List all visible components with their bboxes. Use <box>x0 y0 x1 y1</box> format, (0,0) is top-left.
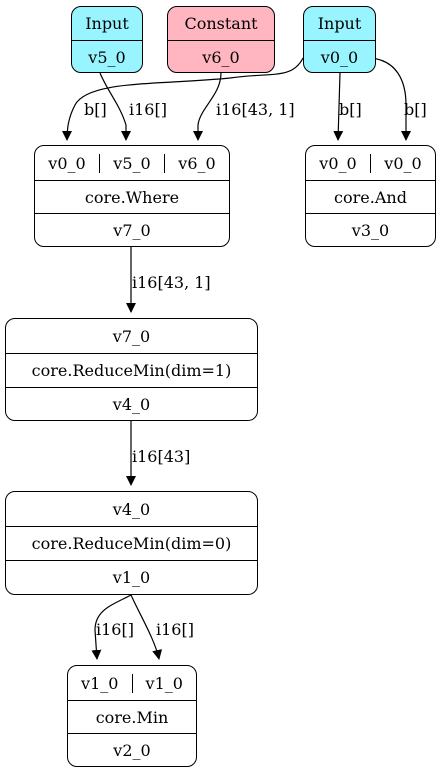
edge-v0-to-where <box>62 57 304 141</box>
edge-label-v0-to-and-a: b[] <box>339 100 362 119</box>
edge-label-v0-to-and-b: b[] <box>404 100 427 119</box>
node-kind-label: Input <box>85 14 129 33</box>
edge-label-where-to-reducemin1: i16[43, 1] <box>132 273 211 292</box>
node-input-v0[interactable]: Input v0_0 <box>303 6 376 73</box>
input-port: v0_0 <box>319 153 357 173</box>
edge-label-reducemin0-to-min-b: i16[] <box>156 620 194 639</box>
node-core-reducemin-dim0[interactable]: v4_0 core.ReduceMin(dim=0) v1_0 <box>5 491 258 595</box>
node-input-ports: v0_0 v0_0 <box>306 146 435 180</box>
node-core-min[interactable]: v1_0 v1_0 core.Min v2_0 <box>67 665 197 767</box>
node-op-label: core.And <box>306 180 435 213</box>
node-op-label: core.ReduceMin(dim=1) <box>6 353 257 387</box>
node-input-name: v7_0 <box>112 326 151 346</box>
node-core-where[interactable]: v0_0 v5_0 v6_0 core.Where v7_0 <box>34 145 230 247</box>
edge-v5-to-where <box>99 72 131 141</box>
edge-label-reducemin1-to-reducemin0: i16[43] <box>132 447 191 466</box>
node-input-name: v4_0 <box>112 499 151 519</box>
node-kind-label: Input <box>317 14 362 33</box>
node-input-ports: v0_0 v5_0 v6_0 <box>35 146 229 180</box>
node-output-name: v3_0 <box>306 213 435 246</box>
input-port: v0_0 <box>370 153 435 173</box>
node-output-name: v1_0 <box>6 560 257 594</box>
edge-v0-to-and-b <box>369 57 411 141</box>
node-op-label: core.Min <box>68 700 196 733</box>
node-op-label: core.Where <box>35 180 229 213</box>
edge-label-v0-to-where: b[] <box>84 100 107 119</box>
node-op-label: core.ReduceMin(dim=0) <box>6 526 257 560</box>
node-output-name: v0_0 <box>304 40 375 72</box>
edge-v6-to-where <box>193 72 222 141</box>
node-output-name: v4_0 <box>6 387 257 420</box>
input-port: v1_0 <box>131 673 197 693</box>
edge-label-v6-to-where: i16[43, 1] <box>216 100 295 119</box>
input-port: v5_0 <box>99 153 164 173</box>
input-port: v6_0 <box>164 153 229 173</box>
edge-label-reducemin0-to-min-a: i16[] <box>96 620 134 639</box>
node-constant-v6[interactable]: Constant v6_0 <box>167 6 275 73</box>
input-port: v0_0 <box>48 153 86 173</box>
node-core-and[interactable]: v0_0 v0_0 core.And v3_0 <box>305 145 436 247</box>
node-kind-label: Constant <box>184 14 258 33</box>
node-output-name: v7_0 <box>35 213 229 246</box>
node-core-reducemin-dim1[interactable]: v7_0 core.ReduceMin(dim=1) v4_0 <box>5 318 258 421</box>
node-output-name: v6_0 <box>168 40 274 72</box>
edge-v0-to-and-a <box>333 72 344 141</box>
edge-reducemin0-to-min-a <box>91 594 132 660</box>
node-input-ports: v1_0 v1_0 <box>68 666 196 700</box>
input-port: v1_0 <box>81 673 119 693</box>
edge-label-v5-to-where: i16[] <box>129 100 167 119</box>
node-input-v5[interactable]: Input v5_0 <box>71 6 143 73</box>
node-output-name: v2_0 <box>68 733 196 766</box>
node-output-name: v5_0 <box>72 40 142 72</box>
edge-reducemin0-to-min-b <box>130 594 163 660</box>
